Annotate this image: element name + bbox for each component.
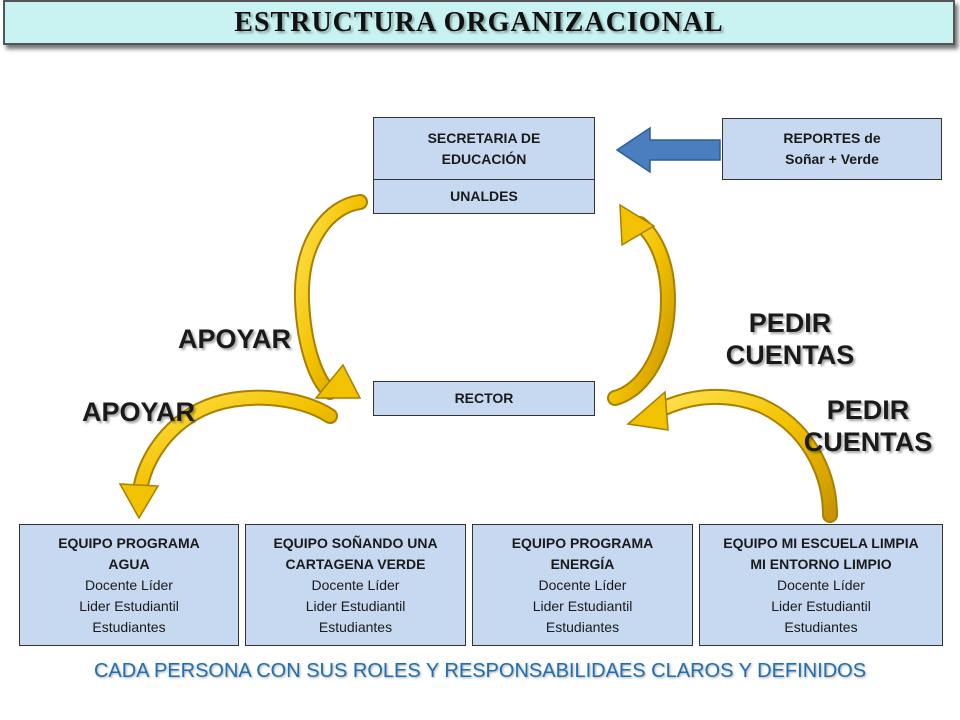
- unaldes-label: UNALDES: [450, 188, 518, 204]
- team-box-energia: EQUIPO PROGRAMA ENERGÍA Docente Líder Li…: [472, 524, 693, 646]
- reportes-line2: Soñar + Verde: [785, 151, 879, 167]
- team-role-lider: Lider Estudiantil: [79, 597, 179, 614]
- apoyar-label-upper: APOYAR: [178, 324, 292, 354]
- apoyar-label-lower: APOYAR: [82, 397, 196, 427]
- team-role-estudiantes: Estudiantes: [92, 618, 166, 635]
- team-role-lider: Lider Estudiantil: [532, 597, 633, 614]
- title-bar: ESTRUCTURA ORGANIZACIONAL: [3, 0, 955, 45]
- team-role-lider: Lider Estudiantil: [771, 597, 871, 614]
- apoyar-arrow-upper: [293, 194, 368, 400]
- team-box-cartagena-verde: EQUIPO SOÑANDO UNA CARTAGENA VERDE Docen…: [245, 524, 466, 646]
- secretaria-box: SECRETARIA DE EDUCACIÓN: [373, 117, 595, 180]
- footer-note: CADA PERSONA CON SUS ROLES Y RESPONSABIL…: [93, 660, 867, 682]
- rector-label: RECTOR: [454, 390, 514, 406]
- team-role-estudiantes: Estudiantes: [784, 618, 858, 635]
- team-name-line2: MI ENTORNO LIMPIO: [750, 555, 892, 572]
- team-role-docente: Docente Líder: [538, 576, 627, 593]
- team-name-line1: EQUIPO SOÑANDO UNA: [273, 534, 438, 551]
- team-role-lider: Lider Estudiantil: [305, 597, 406, 614]
- team-box-agua: EQUIPO PROGRAMA AGUA Docente Líder Lider…: [19, 524, 239, 646]
- pedir-cuentas-label-upper: PEDIR CUENTAS: [725, 308, 855, 370]
- team-name-line1: EQUIPO MI ESCUELA LIMPIA: [723, 534, 919, 551]
- reportes-line1: REPORTES de: [783, 130, 881, 146]
- team-role-docente: Docente Líder: [311, 576, 400, 593]
- page-title: ESTRUCTURA ORGANIZACIONAL: [234, 6, 724, 38]
- pedir-arrow-lower: [626, 388, 838, 523]
- secretaria-line2: EDUCACIÓN: [441, 150, 527, 167]
- secretaria-line1: SECRETARIA DE: [427, 129, 541, 146]
- team-role-estudiantes: Estudiantes: [318, 618, 393, 635]
- unaldes-box: UNALDES: [373, 179, 595, 214]
- pedir-cuentas-label-lower: PEDIR CUENTAS: [803, 395, 933, 457]
- rector-box: RECTOR: [373, 381, 595, 416]
- apoyar-arrow-lower: [118, 389, 338, 520]
- team-name-line1: EQUIPO PROGRAMA: [511, 534, 654, 551]
- team-role-docente: Docente Líder: [777, 576, 865, 593]
- team-box-escuela-limpia: EQUIPO MI ESCUELA LIMPIA MI ENTORNO LIMP…: [699, 524, 943, 646]
- pedir-arrow-upper: [607, 203, 677, 406]
- reportes-box: REPORTES de Soñar + Verde: [722, 118, 942, 180]
- team-role-docente: Docente Líder: [85, 576, 173, 593]
- team-role-estudiantes: Estudiantes: [545, 618, 620, 635]
- team-name-line1: EQUIPO PROGRAMA: [58, 534, 200, 551]
- team-name-line2: AGUA: [108, 555, 150, 572]
- team-name-line2: CARTAGENA VERDE: [285, 555, 426, 572]
- reportes-arrow: [615, 126, 721, 174]
- team-name-line2: ENERGÍA: [550, 555, 615, 572]
